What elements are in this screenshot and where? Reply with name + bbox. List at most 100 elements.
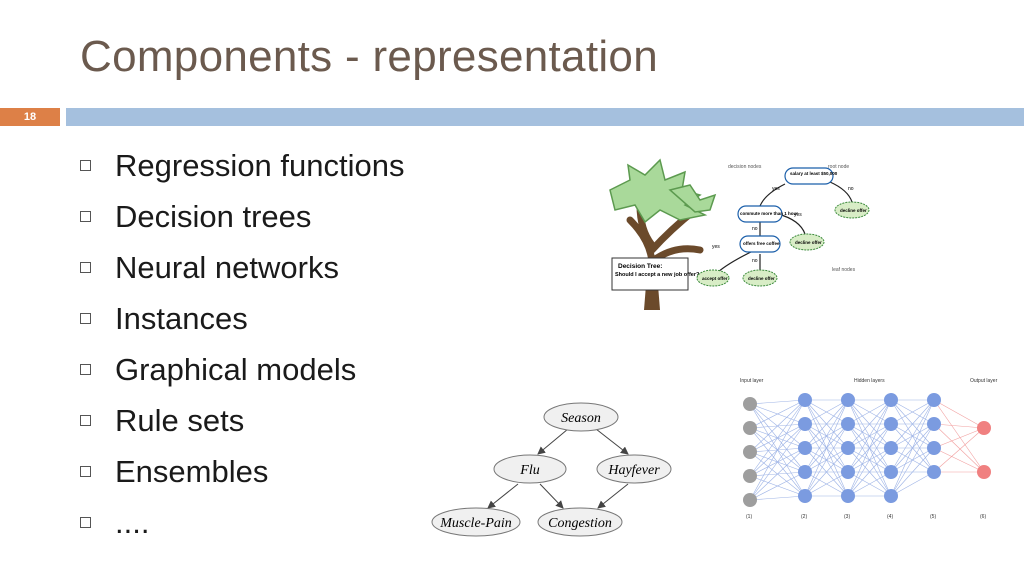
square-bullet-icon [80, 517, 91, 528]
nn-edge [847, 423, 892, 497]
nn-edge [847, 399, 892, 473]
nn-input-node [743, 445, 757, 459]
square-bullet-icon [80, 313, 91, 324]
square-bullet-icon [80, 466, 91, 477]
nn-edge [890, 399, 935, 473]
bayes-node-flu [493, 454, 567, 484]
node-label: Congestion [548, 516, 612, 531]
decision-node-coffee [739, 235, 781, 253]
node-commute-text: commute more than 1 hour [740, 211, 798, 216]
bullet-text: Regression functions [115, 147, 405, 183]
edge-yes-2: yes [794, 212, 802, 218]
nn-edge [749, 399, 806, 429]
nn-layer-number: (1) [746, 514, 752, 520]
bayes-node-hayfever [596, 454, 672, 484]
label-decision-nodes: decision nodes [728, 164, 762, 170]
nn-edge [890, 423, 935, 497]
nn-connections [749, 399, 985, 501]
nn-hidden-node [841, 465, 855, 479]
bullet-text: Rule sets [115, 402, 245, 438]
nn-nodes [743, 393, 991, 507]
nn-hidden-label: Hidden layers [854, 378, 885, 384]
bayes-node-congestion [537, 507, 623, 537]
nn-layer-number: (3) [844, 514, 850, 520]
nn-hidden-node [798, 417, 812, 431]
bullet-text: Decision trees [115, 198, 312, 234]
nn-edge [804, 399, 849, 497]
list-item: Instances [80, 293, 405, 344]
nn-hidden-node [884, 393, 898, 407]
nn-input-node [743, 469, 757, 483]
nn-hidden-node [927, 465, 941, 479]
list-item: Ensembles [80, 446, 405, 497]
label-root-node: root node [828, 164, 849, 170]
nn-edge [933, 427, 985, 473]
bullet-list: Regression functions Decision trees Neur… [80, 140, 405, 548]
edge-yes-1: yes [772, 186, 780, 192]
nn-hidden-node [884, 465, 898, 479]
nn-edge [890, 399, 935, 425]
leaf-node-accept [696, 269, 730, 287]
title-underline-bar [66, 108, 1024, 126]
decision-tree-figure: Decision Tree: Should I accept a new job… [609, 158, 870, 310]
nn-edge [933, 423, 985, 429]
leaf-node-decline-2 [789, 233, 825, 251]
nn-edge [847, 399, 892, 497]
nn-hidden-node [798, 465, 812, 479]
nn-edge [933, 423, 985, 473]
slide-number-badge: 18 [0, 108, 60, 126]
nn-edge [749, 399, 806, 405]
list-item: Neural networks [80, 242, 405, 293]
leaf-node-decline-3 [742, 269, 778, 287]
nn-input-node [743, 397, 757, 411]
nn-edge [804, 399, 849, 449]
node-label: Muscle-Pain [439, 516, 512, 531]
leaf-decline-3-text: decline offer [748, 276, 775, 281]
nn-edge [749, 495, 806, 501]
nn-output-node [977, 421, 991, 435]
leaf-decline-2-text: decline offer [795, 240, 822, 245]
nn-hidden-node [841, 489, 855, 503]
nn-edge [804, 471, 849, 497]
nn-hidden-node [798, 393, 812, 407]
node-label: Season [561, 411, 601, 426]
square-bullet-icon [80, 364, 91, 375]
edge-yes-3: yes [712, 244, 720, 250]
square-bullet-icon [80, 415, 91, 426]
nn-output-label: Output layer [970, 378, 998, 384]
nn-hidden-node [841, 417, 855, 431]
nn-edge [933, 427, 985, 449]
nn-edge [890, 399, 935, 497]
list-item: Rule sets [80, 395, 405, 446]
nn-hidden-node [927, 417, 941, 431]
nn-layer-number: (4) [887, 514, 893, 520]
nn-edge [933, 447, 985, 473]
nn-edge [933, 399, 985, 429]
nn-hidden-node [927, 393, 941, 407]
nn-hidden-node [884, 417, 898, 431]
leaf-accept-text: accept offer [702, 276, 728, 281]
nn-edge [804, 399, 849, 425]
bullet-text: Neural networks [115, 249, 339, 285]
card-title: Decision Tree: [618, 263, 662, 270]
nn-hidden-node [798, 489, 812, 503]
list-item: Regression functions [80, 140, 405, 191]
decision-tree-card [611, 257, 689, 291]
nn-layer-number: (6) [980, 514, 986, 520]
decision-node-commute [737, 205, 783, 223]
list-item: .... [80, 497, 405, 548]
node-label: Flu [519, 463, 539, 478]
list-item: Graphical models [80, 344, 405, 395]
nn-layer-number: (5) [930, 514, 936, 520]
list-item: Decision trees [80, 191, 405, 242]
nn-edge [933, 399, 985, 473]
page-title: Components - representation [80, 32, 658, 81]
nn-edge [804, 423, 849, 497]
bullet-text: Ensembles [115, 453, 269, 489]
nn-edge [804, 399, 849, 473]
square-bullet-icon [80, 160, 91, 171]
node-coffee-text: offers free coffee [743, 241, 780, 246]
nn-hidden-node [798, 441, 812, 455]
nn-output-node [977, 465, 991, 479]
edge-no-3: no [752, 258, 758, 264]
